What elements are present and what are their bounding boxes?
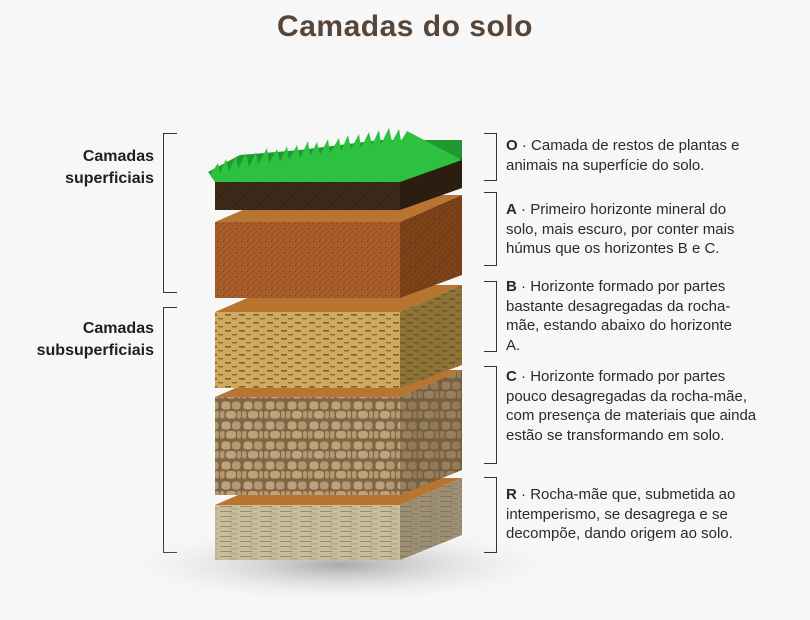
- horizon-o-block: [215, 155, 462, 210]
- horizon-letter: A: [506, 201, 517, 218]
- group-label-line: Camadas: [82, 320, 154, 337]
- horizon-letter: C: [506, 368, 517, 385]
- horizon-c-block: [215, 370, 462, 495]
- separator: ·: [516, 368, 531, 385]
- bracket-superficiais: [163, 133, 177, 293]
- horizon-o-description: O · Camada de restos de plantas e animai…: [506, 136, 766, 175]
- horizon-text: Horizonte formado por partes pouco desag…: [506, 368, 757, 444]
- bracket-horizon-b: [484, 281, 497, 352]
- separator: ·: [516, 278, 531, 295]
- group-label-line: superficiais: [65, 170, 154, 187]
- horizon-text: Camada de restos de plantas e animais na…: [506, 137, 740, 174]
- bracket-horizon-c: [484, 366, 497, 464]
- bracket-horizon-r: [484, 477, 497, 553]
- horizon-c-description: C · Horizonte formado por partes pouco d…: [506, 367, 764, 445]
- page-title: Camadas do solo: [277, 10, 533, 43]
- horizon-letter: O: [506, 137, 518, 154]
- horizon-a-block: [215, 195, 462, 298]
- horizon-text: Rocha-mãe que, submetida ao intemperismo…: [506, 486, 736, 542]
- group-label-subsuperficiais: Camadas subsuperficiais: [37, 318, 154, 362]
- separator: ·: [516, 486, 531, 503]
- horizon-text: Primeiro horizonte mineral do solo, mais…: [506, 201, 735, 257]
- group-label-superficiais: Camadas superficiais: [65, 146, 154, 190]
- horizon-b-description: B · Horizonte formado por partes bastant…: [506, 277, 736, 355]
- separator: ·: [517, 137, 532, 154]
- horizon-b-block: [215, 285, 462, 388]
- grass-icon: [208, 128, 462, 182]
- group-label-line: Camadas: [82, 148, 154, 165]
- horizon-letter: R: [506, 486, 517, 503]
- separator: ·: [516, 201, 531, 218]
- horizon-r-description: R · Rocha-mãe que, submetida ao intemper…: [506, 485, 768, 544]
- bracket-horizon-o: [484, 133, 497, 181]
- group-label-line: subsuperficiais: [36, 342, 154, 359]
- horizon-text: Horizonte formado por partes bastante de…: [506, 278, 732, 354]
- horizon-a-description: A · Primeiro horizonte mineral do solo, …: [506, 200, 761, 259]
- horizon-letter: B: [506, 278, 517, 295]
- bracket-horizon-a: [484, 192, 497, 266]
